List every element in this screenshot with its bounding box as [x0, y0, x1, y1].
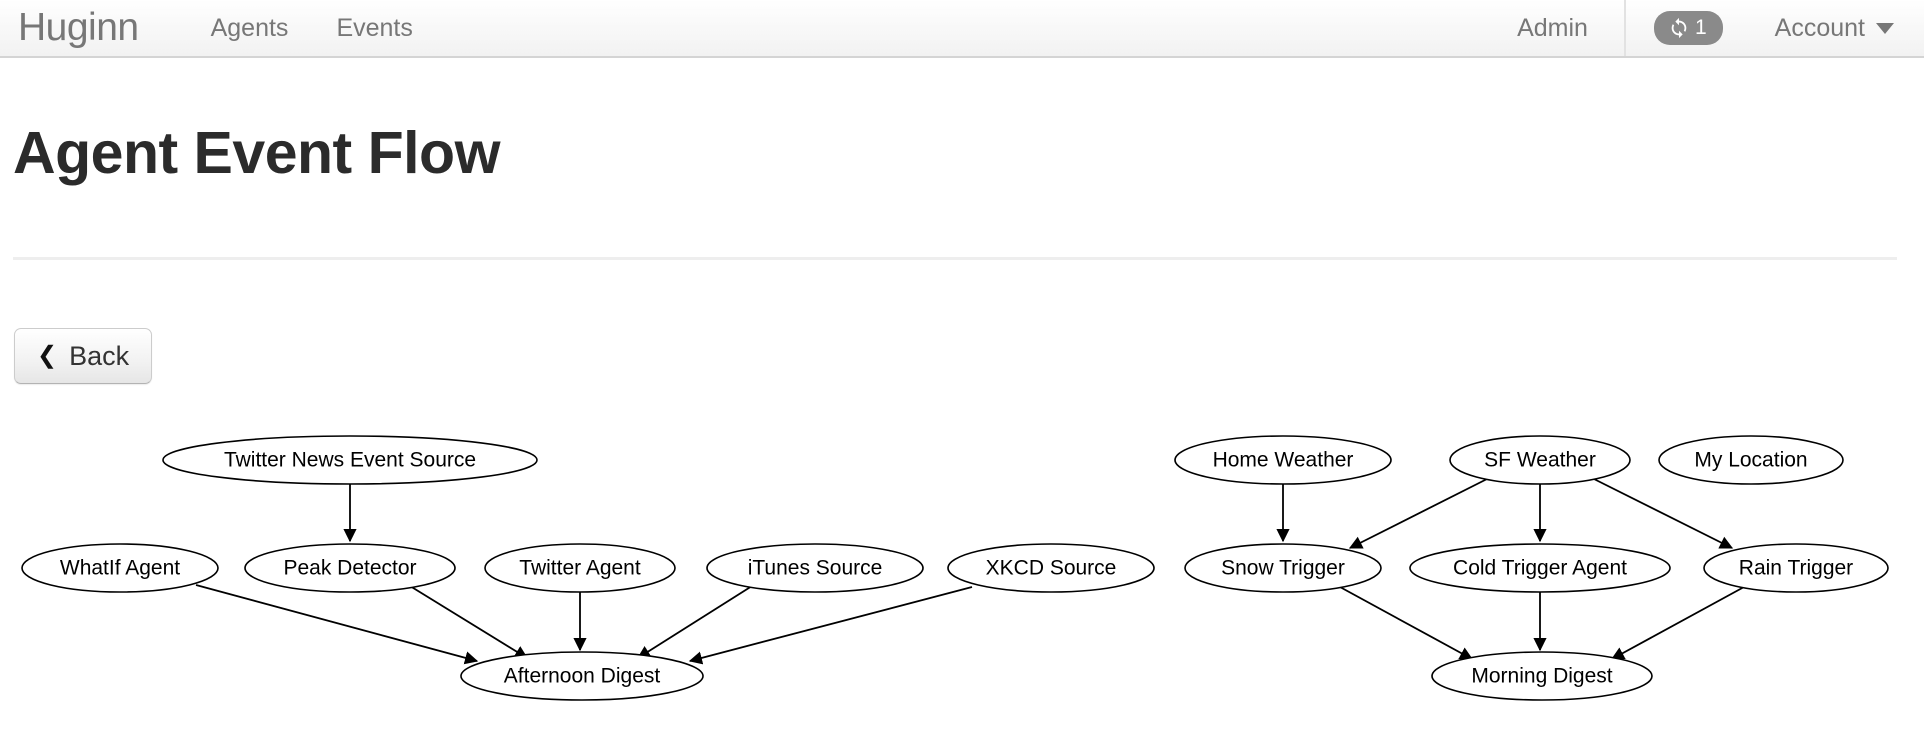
graph-node-sf_weather[interactable]: SF Weather — [1449, 435, 1631, 485]
nav-link-admin[interactable]: Admin — [1517, 14, 1588, 42]
edge-whatif_agent-to-afternoon_digest — [195, 584, 479, 665]
node-label: WhatIf Agent — [60, 557, 180, 580]
account-label: Account — [1774, 14, 1865, 42]
node-label: Rain Trigger — [1739, 557, 1853, 580]
refresh-icon — [1668, 17, 1690, 39]
graph-node-home_weather[interactable]: Home Weather — [1174, 435, 1392, 485]
edge-itunes_source-to-afternoon_digest — [636, 585, 753, 659]
node-outline — [460, 651, 704, 701]
node-label: Twitter News Event Source — [224, 449, 476, 472]
node-outline — [21, 543, 219, 593]
graph-node-snow_trigger[interactable]: Snow Trigger — [1184, 543, 1382, 593]
worker-status-wrap: 1 — [1632, 11, 1745, 45]
node-label: Cold Trigger Agent — [1453, 557, 1627, 580]
node-outline — [947, 543, 1155, 593]
edge-snow_trigger-to-morning_digest — [1339, 586, 1474, 660]
graph-node-peak_detector[interactable]: Peak Detector — [244, 543, 456, 593]
graph-node-cold_trigger_agent[interactable]: Cold Trigger Agent — [1409, 543, 1671, 593]
back-button-label: Back — [69, 341, 130, 371]
header-divider — [13, 257, 1897, 260]
node-outline — [1703, 543, 1889, 593]
node-label: Snow Trigger — [1221, 557, 1345, 580]
edge-sf_weather-to-snow_trigger — [1348, 478, 1488, 549]
graph-node-morning_digest[interactable]: Morning Digest — [1431, 651, 1653, 701]
secondary-nav: Admin 1 Account — [1487, 0, 1924, 56]
edge-sf_weather-to-rain_trigger — [1593, 478, 1734, 549]
node-label: SF Weather — [1484, 449, 1596, 472]
graph-node-whatif_agent[interactable]: WhatIf Agent — [21, 543, 219, 593]
node-outline — [1449, 435, 1631, 485]
graph-node-twitter_news_event_source[interactable]: Twitter News Event Source — [162, 435, 538, 485]
worker-status-badge[interactable]: 1 — [1653, 11, 1723, 45]
node-outline — [244, 543, 456, 593]
nav-link-account[interactable]: Account — [1745, 0, 1924, 57]
graph-node-rain_trigger[interactable]: Rain Trigger — [1703, 543, 1889, 593]
primary-nav: Agents Events — [187, 0, 437, 57]
top-navbar: Huginn Agents Events Admin 1 Account — [0, 0, 1924, 58]
graph-node-itunes_source[interactable]: iTunes Source — [706, 543, 924, 593]
graph-node-twitter_agent[interactable]: Twitter Agent — [484, 543, 676, 593]
node-outline — [1409, 543, 1671, 593]
nav-link-events[interactable]: Events — [336, 14, 413, 42]
graph-node-my_location[interactable]: My Location — [1658, 435, 1844, 485]
worker-count: 1 — [1694, 16, 1707, 39]
graph-node-xkcd_source[interactable]: XKCD Source — [947, 543, 1155, 593]
node-label: My Location — [1694, 449, 1807, 472]
node-label: Morning Digest — [1471, 665, 1612, 688]
node-outline — [162, 435, 538, 485]
page-title: Agent Event Flow — [13, 120, 500, 186]
node-label: iTunes Source — [748, 557, 883, 580]
nav-link-agents[interactable]: Agents — [210, 14, 289, 42]
node-outline — [1174, 435, 1392, 485]
node-label: Twitter Agent — [519, 557, 641, 580]
node-outline — [1431, 651, 1653, 701]
chevron-left-icon: ❮ — [37, 342, 58, 369]
node-label: Afternoon Digest — [504, 665, 661, 688]
brand-logo[interactable]: Huginn — [18, 6, 139, 49]
edge-xkcd_source-to-afternoon_digest — [688, 586, 973, 665]
nav-divider — [1623, 0, 1626, 56]
node-outline — [484, 543, 676, 593]
edge-peak_detector-to-afternoon_digest — [409, 585, 529, 659]
node-label: Home Weather — [1213, 449, 1354, 472]
edge-rain_trigger-to-morning_digest — [1610, 586, 1745, 660]
back-button[interactable]: ❮ Back — [14, 328, 153, 384]
node-label: Peak Detector — [283, 557, 416, 580]
node-outline — [1184, 543, 1382, 593]
graph-node-afternoon_digest[interactable]: Afternoon Digest — [460, 651, 704, 701]
node-outline — [1658, 435, 1844, 485]
node-outline — [706, 543, 924, 593]
node-label: XKCD Source — [986, 557, 1117, 580]
caret-down-icon — [1876, 22, 1894, 34]
edges-layer — [195, 478, 1745, 665]
